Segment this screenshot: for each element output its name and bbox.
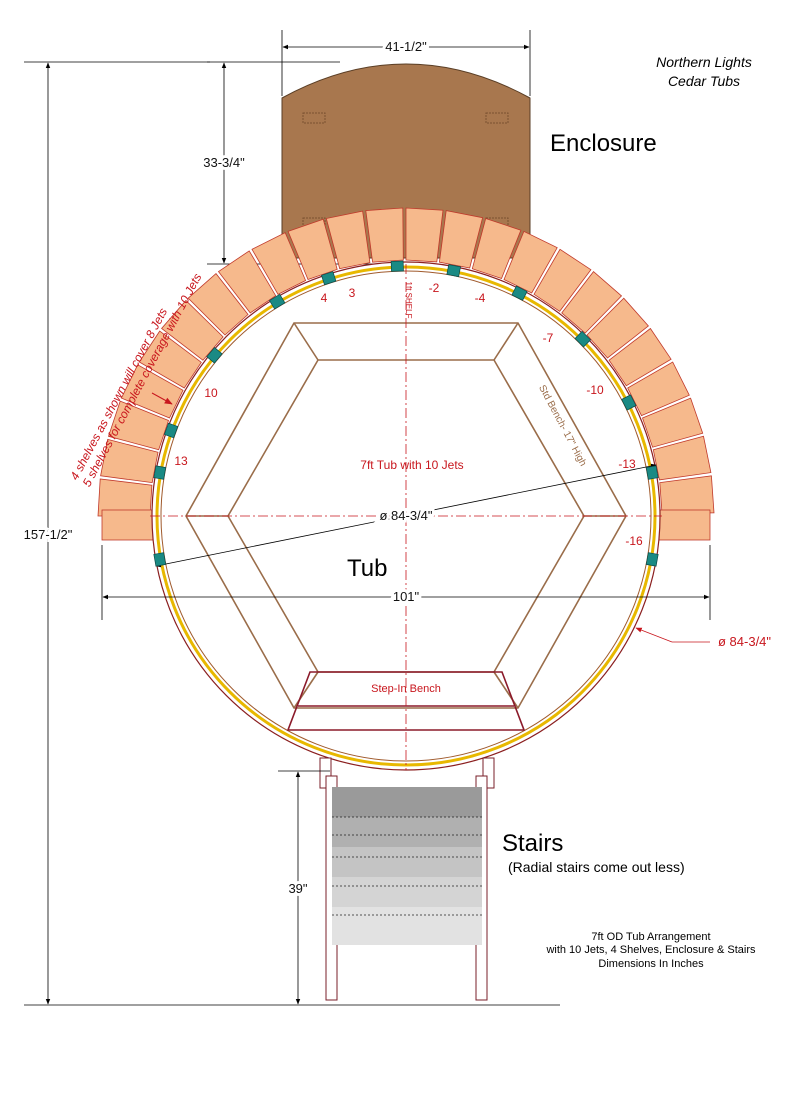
shelf-ring [97,207,715,541]
shelf-board [533,248,592,312]
shelf-board [187,273,249,336]
shelf-board [438,210,484,269]
shelves-note-pointer [151,392,173,405]
shelf-board [120,364,184,419]
jet-icon [153,465,167,480]
shelf-board [251,232,307,295]
tub-label: Tub [347,555,387,582]
jet-number-label: -16 [625,534,643,548]
shelf-board [641,397,704,448]
overall-length-dimension [24,61,560,1006]
shelf-board [138,330,202,389]
jet-icon [321,271,337,286]
jet-number-label: 13 [174,454,188,468]
stairs [319,757,495,1001]
shelf-board [471,217,522,279]
shelf-board [287,218,338,281]
jet-number-label: 4 [321,291,328,305]
shelf-board [561,271,623,334]
jet-icon [645,552,659,567]
shelf-board [101,509,155,541]
vertical-small-label: 1ft SHELF [404,282,413,319]
jet-icon [645,465,659,480]
jet-icon [511,285,528,301]
shelf-board [608,327,672,387]
jets [153,260,659,567]
footer-line-2: with 10 Jets, 4 Shelves, Enclosure & Sta… [545,944,756,956]
jet-icon [574,330,592,348]
shelf-board [161,299,224,361]
overall-width-dimension [101,545,711,620]
jet-number-label: -7 [543,331,554,345]
shelf-board [365,207,404,263]
shelf-board [100,438,159,484]
enclosure-label: Enclosure [550,130,657,157]
jet-icon [153,552,167,567]
title-line-2: Cedar Tubs [668,73,740,89]
shelf-board [405,207,444,263]
shelf-board [107,400,169,451]
enclosure-depth-value: 33-3/4" [203,155,245,170]
title-line-1: Northern Lights [656,54,752,70]
footer-line-3: Dimensions In Inches [598,958,704,970]
stairs-label: Stairs [502,830,563,857]
enclosure-width-value: 41-1/2" [385,39,427,54]
jet-icon [163,422,179,439]
shelf-board [586,297,649,359]
jet-number-label: 10 [204,386,218,400]
shelf-board [217,250,277,314]
jet-number-label: 3 [349,286,356,300]
shelf-board [503,230,558,294]
outer-diameter-pointer [635,627,710,643]
shelf-board [657,509,711,541]
jet-icon [446,264,461,278]
outer-diameter-value: ø 84-3/4" [718,634,771,649]
shelf-board [652,435,712,481]
jet-icon [269,293,286,310]
jet-number-label: -4 [475,291,486,305]
inner-diameter-leader [155,463,657,568]
shelf-board [659,475,715,514]
tub-center-label: 7ft Tub with 10 Jets [360,458,463,472]
jet-number-label: -10 [586,383,604,397]
jet-icon [621,394,637,411]
overall-width-value: 101" [393,589,420,604]
jet-icon [206,346,223,364]
stairs-depth-dimension [278,770,330,1005]
enclosure-width-dimension [281,30,531,96]
inner-diameter-value: ø 84-3/4" [379,508,432,523]
jet-labels: 4 3 -2 -4 -7 -10 -13 -16 10 13 [174,281,643,548]
jet-number-label: -2 [429,281,440,295]
enclosure [281,63,531,259]
jet-icon [390,260,404,272]
stairs-note: (Radial stairs come out less) [508,859,685,875]
overall-length-value: 157-1/2" [24,527,73,542]
shelf-board [627,361,690,417]
step-in-bench-label: Step-In Bench [371,683,441,695]
jet-number-label: -13 [618,457,636,471]
footer-line-1: 7ft OD Tub Arrangement [591,931,710,943]
stairs-depth-value: 39" [288,881,307,896]
shelf-board [325,210,371,270]
